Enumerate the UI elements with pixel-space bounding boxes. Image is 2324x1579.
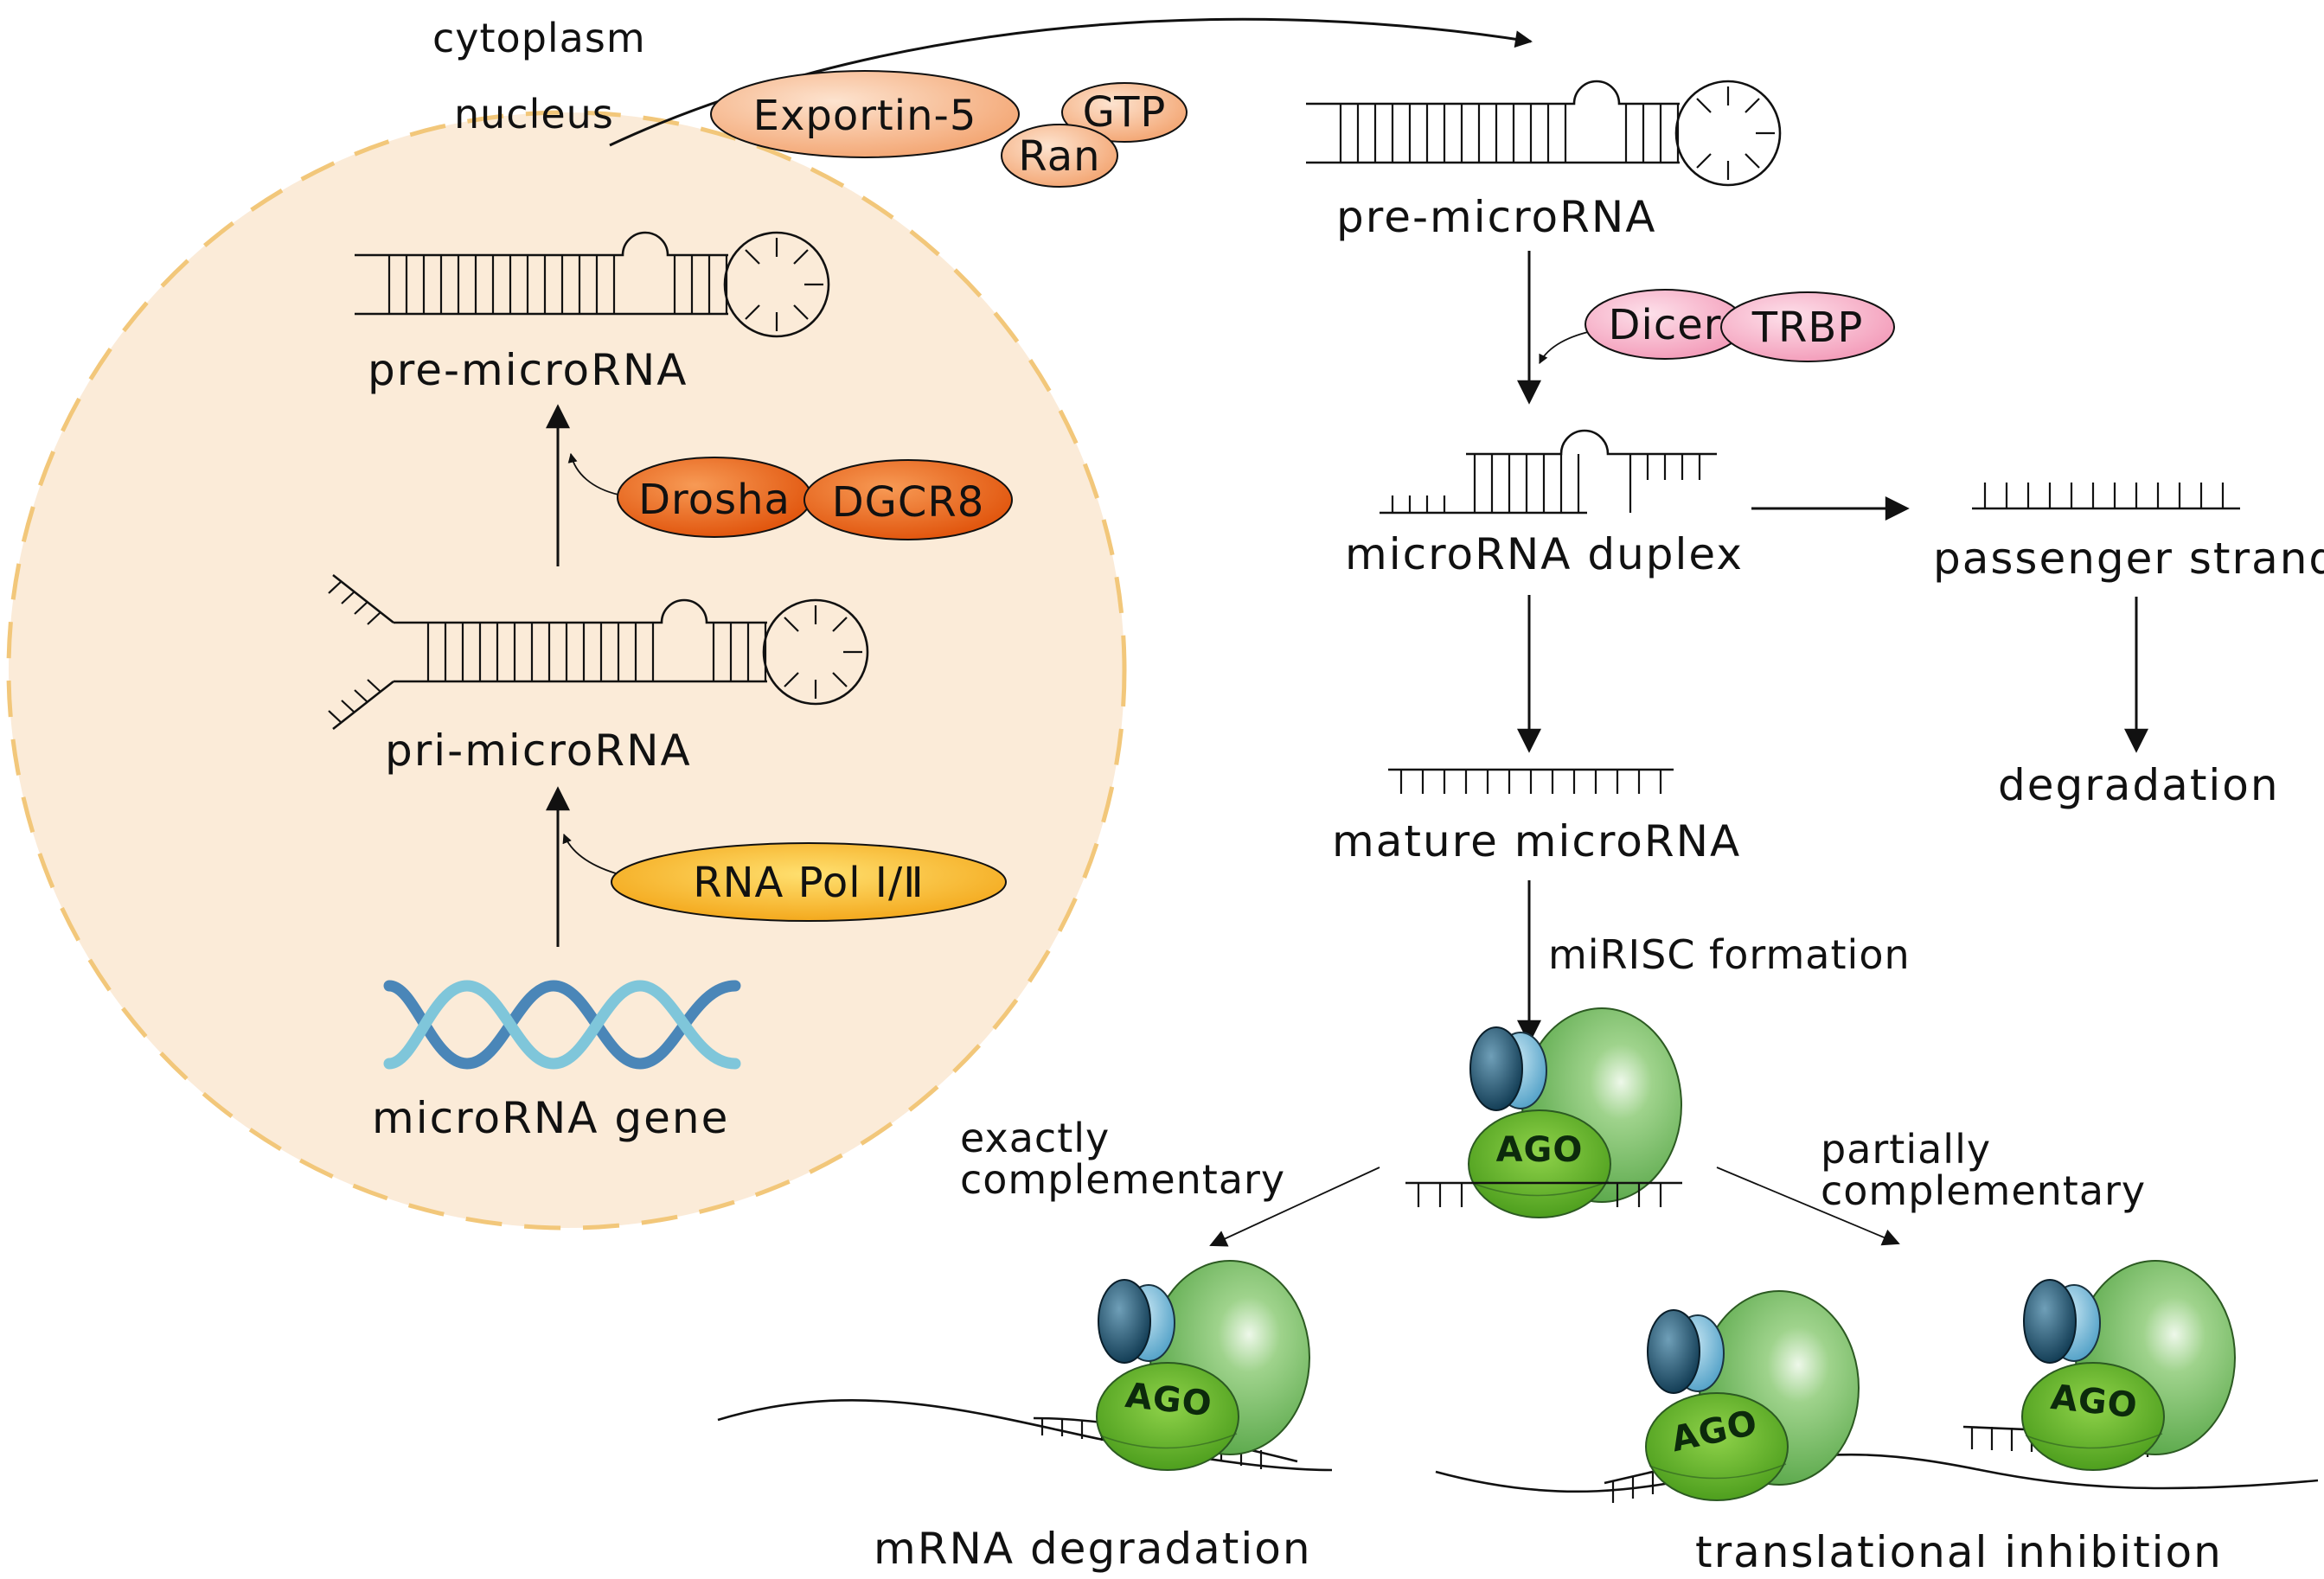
- pri-microrna-label: pri-microRNA: [385, 726, 692, 776]
- trbp-label: TRBP: [1751, 304, 1864, 352]
- dicer-label: Dicer: [1609, 301, 1722, 349]
- nucleus-label: nucleus: [454, 91, 614, 137]
- passenger-strand-label: passenger strand: [1933, 534, 2324, 584]
- arrow-dicer-to-step: [1539, 329, 1597, 364]
- microrna-duplex-label: microRNA duplex: [1345, 529, 1744, 579]
- risc-complex-central: AGO: [1405, 1007, 1682, 1218]
- pri-microrna-structure: [328, 573, 869, 731]
- ran-protein: [1001, 124, 1118, 188]
- rna-pol-label: RNA Pol Ⅰ/Ⅱ: [693, 859, 925, 907]
- exactly-complementary-label: complementary: [960, 1156, 1285, 1203]
- microrna-gene-label: microRNA gene: [372, 1093, 729, 1143]
- trbp-protein: [1720, 291, 1895, 362]
- arrow-rna-pol-to-step: [562, 833, 617, 874]
- degradation-label: degradation: [1998, 760, 2280, 810]
- arrow-drosha-to-step: [567, 452, 619, 495]
- risc-formation-label: miRISC formation: [1548, 931, 1911, 978]
- gtp-protein: [1061, 82, 1188, 143]
- cytoplasm-label: cytoplasm: [432, 15, 646, 61]
- ago-label-central: AGO: [1496, 1130, 1584, 1170]
- passenger-strand-structure: [1972, 483, 2240, 510]
- exportin-5-label: Exportin-5: [753, 92, 977, 140]
- gtp-label: GTP: [1083, 88, 1167, 137]
- partially-label: partially: [1821, 1126, 1991, 1173]
- pre-microrna-nuclear-label: pre-microRNA: [368, 345, 688, 395]
- translational-inhibition-label: translational inhibition: [1695, 1527, 2223, 1577]
- arrow-exact-branch: [1209, 1167, 1380, 1247]
- pre-microrna-cytoplasm-structure: [1304, 80, 1782, 187]
- mature-microrna-structure: [1388, 768, 1674, 794]
- dna-helix-icon: [383, 980, 741, 1070]
- arrow-partial-branch: [1716, 1167, 1900, 1246]
- pre-microrna-cytoplasm-label: pre-microRNA: [1336, 192, 1656, 242]
- exportin-5-protein: [710, 70, 1020, 158]
- mature-microrna-label: mature microRNA: [1332, 816, 1741, 866]
- dgcr8-label: DGCR8: [832, 478, 985, 527]
- ago-label-inhibition-2: AGO: [2049, 1378, 2140, 1426]
- mrna-degradation-scene: AGO: [717, 1260, 1333, 1472]
- partially-complementary-label: complementary: [1821, 1167, 2146, 1214]
- dgcr8-protein: [803, 459, 1013, 540]
- exactly-label: exactly: [960, 1115, 1110, 1161]
- ran-label: Ran: [1018, 132, 1100, 181]
- microrna-duplex-structure: [1380, 429, 1717, 515]
- ago-label-degradation: AGO: [1124, 1376, 1214, 1424]
- rna-pol-protein: [611, 842, 1007, 922]
- drosha-label: Drosha: [638, 476, 791, 524]
- mrna-degradation-label: mRNA degradation: [874, 1524, 1312, 1574]
- translational-inhibition-scene: AGO AGO: [1435, 1260, 2319, 1503]
